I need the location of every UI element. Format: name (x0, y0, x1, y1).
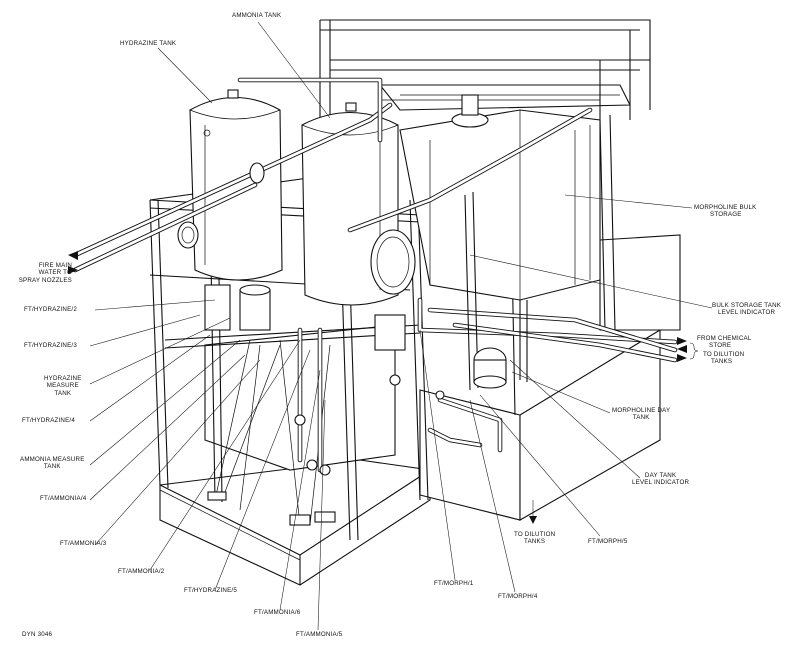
hydrazine-measure-tank-label: HYDRAZINE MEASURE TANK (44, 375, 82, 397)
ft-ammonia-6-label: FT/AMMONIA/6 (254, 609, 301, 616)
column-footings (207, 491, 336, 526)
day-tank-level-label: DAY TANK LEVEL INDICATOR (632, 472, 690, 487)
to-dilution-tanks-bottom-label: TO DILUTION TANKS (514, 531, 556, 546)
manway-flange (370, 229, 416, 295)
fire-main-label: FIRE MAIN WATER TO SPRAY NOZZLES (18, 262, 72, 284)
side-flange (177, 221, 199, 249)
ammonia-measure-tank-label: AMMONIA MEASURE TANK (20, 456, 85, 471)
hydrazine-tank (189, 89, 283, 281)
to-dilution-tanks-label: TO DILUTION TANKS (703, 351, 745, 366)
arrow-icon (68, 266, 78, 274)
arrow-icon (677, 354, 687, 362)
hydrazine-tank-label: HYDRAZINE TANK (120, 40, 177, 47)
morpholine-bulk-storage-label: MORPHOLINE BULK STORAGE (694, 204, 757, 219)
ft-hydrazine-3-label: FT/HYDRAZINE/3 (24, 342, 77, 349)
arrow-icon (677, 345, 687, 353)
measure-tank-cluster (204, 284, 445, 476)
ft-hydrazine-2-label: FT/HYDRAZINE/2 (24, 306, 77, 313)
process-pipes (237, 77, 678, 473)
drawing-number: DYN 3046 (22, 631, 53, 638)
ft-ammonia-2-label: FT/AMMONIA/2 (118, 568, 165, 575)
ft-ammonia-5-label: FT/AMMONIA/5 (296, 631, 343, 638)
ft-hydrazine-5-label: FT/HYDRAZINE/5 (184, 587, 237, 594)
morpholine-day-tank (473, 347, 507, 389)
bulk-storage-level-label: BULK STORAGE TANK LEVEL INDICATOR (712, 302, 782, 317)
ft-morph-4-label: FT/MORPH/4 (498, 593, 538, 600)
morpholine-day-tank-label: MORPHOLINE DAY TANK (612, 407, 671, 422)
arrow-icon (529, 516, 537, 524)
ft-morph-1-label: FT/MORPH/1 (434, 580, 474, 587)
arrow-icon (68, 251, 78, 260)
ammonia-tank-label: AMMONIA TANK (232, 12, 282, 19)
ft-ammonia-3-label: FT/AMMONIA/3 (60, 540, 107, 547)
flow-arrows (68, 251, 699, 524)
morpholine-bulk-storage (399, 94, 601, 301)
leader-lines (89, 21, 713, 631)
ft-ammonia-4-label: FT/AMMONIA/4 (40, 495, 87, 502)
ft-hydrazine-4-label: FT/HYDRAZINE/4 (22, 417, 75, 424)
from-chemical-store-label: FROM CHEMICAL STORE (697, 335, 752, 350)
arrow-icon (677, 337, 687, 345)
ft-morph-5-label: FT/MORPH/5 (588, 538, 628, 545)
